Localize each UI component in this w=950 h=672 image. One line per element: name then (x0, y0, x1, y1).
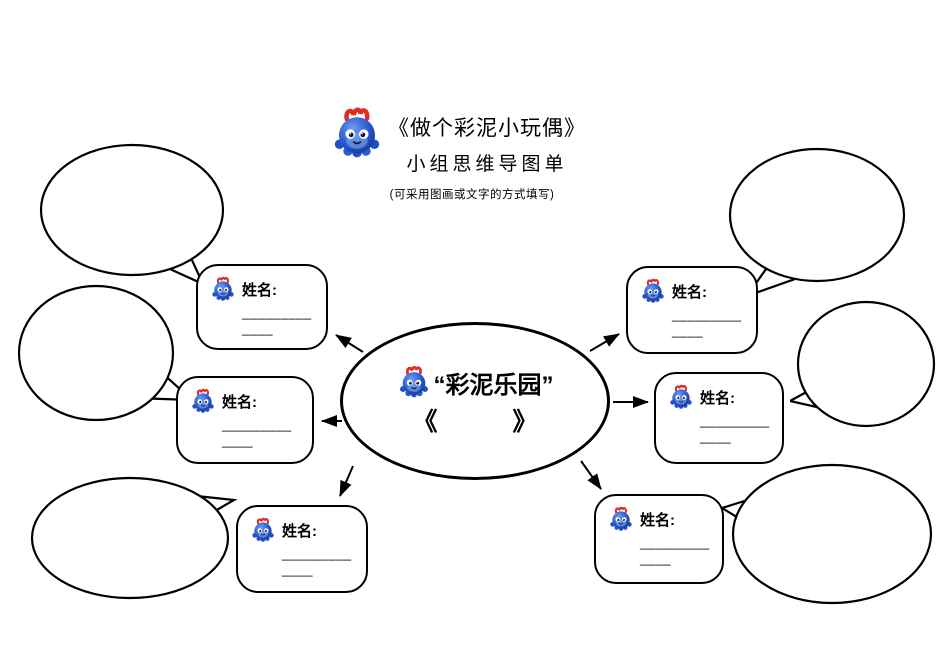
octopus-icon (190, 388, 216, 414)
name-label: 姓名: (672, 283, 707, 301)
blank-line-1: _________ (640, 535, 710, 550)
speech-bubble-top-left (39, 143, 225, 287)
blank-line-2: ____ (242, 321, 273, 336)
octopus-icon (210, 276, 236, 302)
name-label: 姓名: (282, 522, 317, 540)
blank-line-2: ____ (222, 433, 253, 448)
speech-bubble-bottom-right (722, 463, 933, 605)
arrow-to-top-left (335, 334, 364, 353)
arrow-to-bottom-left (339, 465, 354, 497)
speech-bubble-top-right (728, 147, 906, 298)
center-topic-bracket-line: 《 》 (412, 407, 538, 436)
octopus-icon (330, 106, 384, 160)
name-label: 姓名: (242, 281, 277, 299)
octopus-icon (640, 278, 666, 304)
arrow-to-top-right (589, 333, 620, 352)
blank-line-2: ____ (640, 551, 671, 566)
page-title: 《做个彩泥小玩偶》 (388, 116, 586, 140)
blank-line-2: ____ (672, 323, 703, 338)
page-note: (可采用图画或文字的方式填写) (389, 189, 555, 201)
octopus-icon (250, 517, 276, 543)
speech-bubble-bottom-left (30, 476, 238, 600)
page-subtitle: 小组思维导图单 (406, 154, 568, 175)
blank-line-2: ____ (700, 429, 731, 444)
center-topic: “彩泥乐园” 《 》 (340, 322, 610, 480)
blank-line-1: _________ (672, 307, 742, 322)
name-box-bottom-left: 姓名: _________ ____ (236, 505, 368, 593)
center-topic-title: “彩泥乐园” (433, 371, 554, 399)
name-box-top-right: 姓名: _________ ____ (626, 266, 758, 354)
arrow-to-bottom-right (580, 460, 602, 490)
octopus-icon (397, 365, 431, 399)
name-box-bottom-right: 姓名: _________ ____ (594, 494, 724, 584)
octopus-icon (668, 384, 694, 410)
name-label: 姓名: (222, 393, 257, 411)
blank-line-1: _________ (282, 546, 352, 561)
speech-bubble-mid-right (790, 300, 936, 428)
octopus-icon (608, 506, 634, 532)
name-box-top-left: 姓名: _________ ____ (196, 264, 328, 350)
name-box-mid-right: 姓名: _________ ____ (654, 372, 784, 464)
name-box-mid-left: 姓名: _________ ____ (176, 376, 314, 464)
blank-line-2: ____ (282, 562, 313, 577)
blank-line-1: _________ (222, 417, 292, 432)
name-label: 姓名: (640, 511, 675, 529)
speech-bubble-mid-left (17, 284, 195, 422)
blank-line-1: _________ (242, 305, 312, 320)
blank-line-1: _________ (700, 413, 770, 428)
name-label: 姓名: (700, 389, 735, 407)
